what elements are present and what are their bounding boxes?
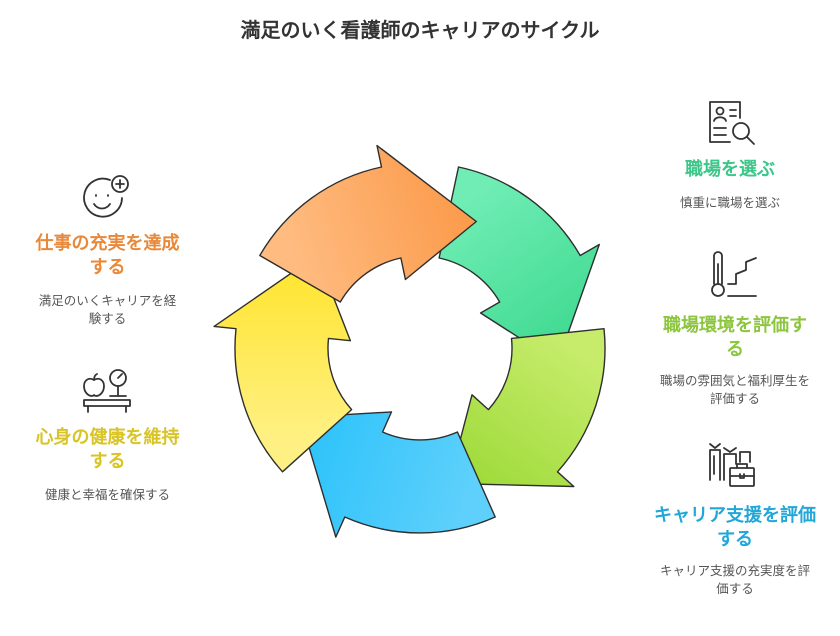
step-title-evaluate-support: キャリア支援を評価する <box>654 505 816 550</box>
step-desc-evaluate-support: キャリア支援の充実度を評価する <box>659 563 810 596</box>
step-desc-achieve-fulfillment: 満足のいくキャリアを経験する <box>38 293 177 326</box>
step-title-evaluate-environment: 職場環境を評価する <box>663 315 807 360</box>
office-briefcase-icon <box>709 443 755 487</box>
arrow-choose-workplace <box>438 166 600 364</box>
arrow-evaluate-support <box>299 411 496 538</box>
thermometer-chart-icon <box>711 251 757 297</box>
diagram-title: 満足のいく看護師のキャリアのサイクル <box>240 18 600 42</box>
arrow-maintain-health <box>213 254 353 473</box>
step-title-achieve-fulfillment: 仕事の充実を達成する <box>35 233 180 278</box>
step-desc-evaluate-environment: 職場の雰囲気と福利厚生を評価する <box>659 373 810 406</box>
happy-face-plus-icon <box>83 175 129 218</box>
apple-scale-icon <box>83 369 131 413</box>
step-desc-maintain-health: 健康と幸福を確保する <box>44 487 170 502</box>
arrow-evaluate-environment <box>448 328 606 488</box>
arrow-achieve-fulfillment <box>259 144 477 303</box>
step-title-choose-workplace: 職場を選ぶ <box>685 159 775 180</box>
resume-search-icon <box>709 101 755 145</box>
step-title-maintain-health: 心身の健康を維持する <box>35 427 180 472</box>
step-desc-choose-workplace: 慎重に職場を選ぶ <box>679 195 780 210</box>
